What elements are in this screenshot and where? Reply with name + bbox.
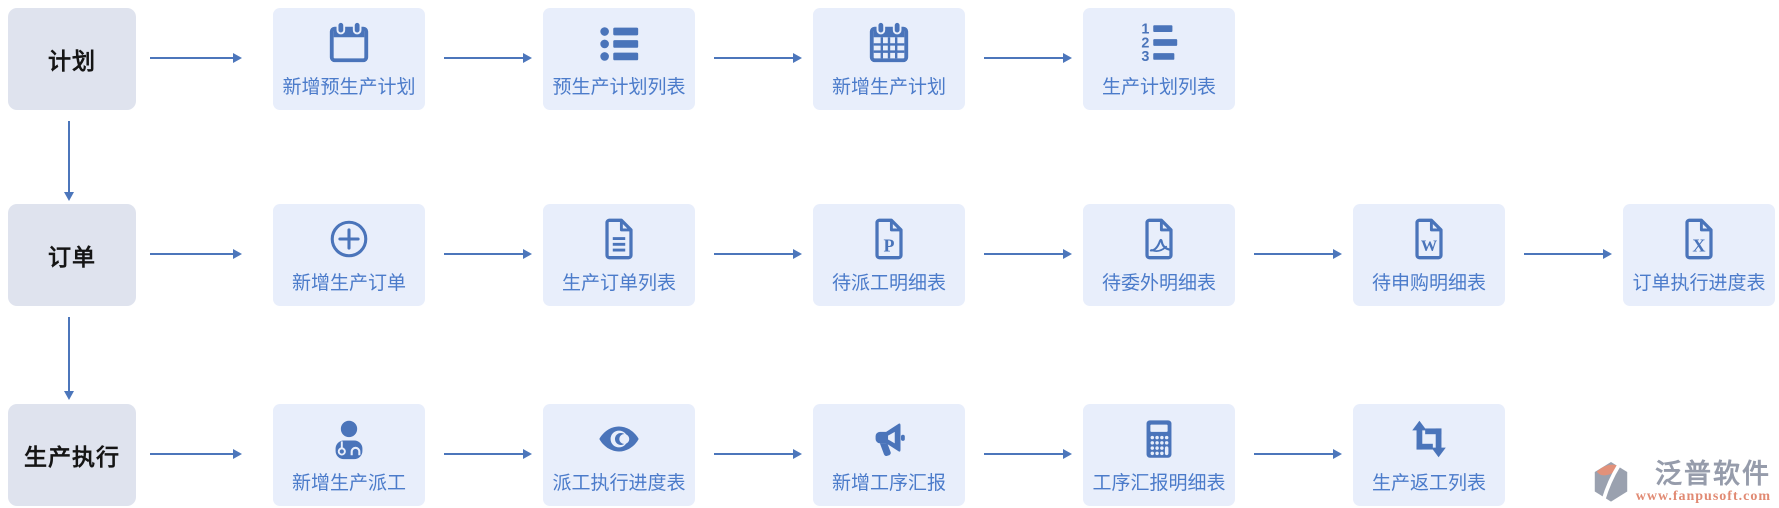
node-label: 新增生产订单 — [291, 273, 406, 294]
calendar-icon — [326, 19, 372, 67]
list-icon — [596, 19, 642, 67]
node-label: 派工执行进度表 — [552, 473, 686, 494]
node-label: 新增预生产计划 — [282, 77, 416, 98]
stage-execution: 生产执行 — [8, 404, 136, 506]
svg-text:X: X — [1692, 235, 1705, 255]
fanpu-url: www.fanpusoft.com — [1635, 489, 1771, 504]
arrow-right — [714, 249, 802, 259]
arrow-down — [64, 317, 74, 400]
plan-row: 计划 新增预生产计划 预生产计 — [0, 8, 1779, 110]
node-add-process-report[interactable]: 新增工序汇报 — [813, 404, 965, 506]
arrow-right — [1524, 249, 1612, 259]
doctor-icon — [326, 415, 372, 463]
arrow-right — [984, 249, 1072, 259]
stage-order-label: 订单 — [48, 244, 96, 270]
file-excel-icon: X — [1676, 215, 1722, 263]
arrow-right — [150, 449, 242, 459]
node-label: 新增工序汇报 — [831, 473, 946, 494]
svg-text:P: P — [883, 235, 894, 255]
arrow-right — [444, 449, 532, 459]
node-label: 预生产计划列表 — [552, 77, 686, 98]
node-production-order-list[interactable]: 生产订单列表 — [543, 204, 695, 306]
svg-text:1: 1 — [1141, 21, 1149, 37]
arrow-right — [714, 53, 802, 63]
node-label: 工序汇报明细表 — [1092, 473, 1226, 494]
node-production-plan-list[interactable]: 1 2 3 生产计划列表 — [1083, 8, 1235, 110]
fanpu-brand-name: 泛普软件 — [1655, 459, 1771, 489]
arrow-right — [444, 53, 532, 63]
node-label: 待申购明细表 — [1371, 273, 1486, 294]
fanpu-watermark-text: 泛普软件 www.fanpusoft.com — [1636, 461, 1771, 504]
node-label: 待派工明细表 — [831, 273, 946, 294]
eye-icon — [596, 415, 642, 463]
node-production-rework-list[interactable]: 生产返工列表 — [1353, 404, 1505, 506]
stage-plan-label: 计划 — [48, 48, 96, 74]
fanpu-logo-icon — [1590, 460, 1632, 504]
node-add-production-dispatch[interactable]: 新增生产派工 — [273, 404, 425, 506]
arrow-right — [714, 449, 802, 459]
calculator-icon — [1136, 415, 1182, 463]
arrow-right — [150, 53, 242, 63]
calendar-grid-icon — [866, 19, 912, 67]
node-order-execution-progress[interactable]: X 订单执行进度表 — [1623, 204, 1775, 306]
arrow-right — [150, 249, 242, 259]
node-label: 新增生产计划 — [831, 77, 946, 98]
stage-execution-label: 生产执行 — [24, 444, 120, 470]
node-pending-purchase-request-detail[interactable]: W 待申购明细表 — [1353, 204, 1505, 306]
stage-plan: 计划 — [8, 8, 136, 110]
arrow-right — [984, 53, 1072, 63]
plus-circle-icon — [326, 215, 372, 263]
arrow-right — [984, 449, 1072, 459]
numbered-list-icon: 1 2 3 — [1136, 19, 1182, 67]
stage-order: 订单 — [8, 204, 136, 306]
node-dispatch-execution-progress[interactable]: 派工执行进度表 — [543, 404, 695, 506]
node-pre-production-plan-list[interactable]: 预生产计划列表 — [543, 8, 695, 110]
file-word-icon: W — [1406, 215, 1452, 263]
node-add-production-plan[interactable]: 新增生产计划 — [813, 8, 965, 110]
node-label: 待委外明细表 — [1101, 273, 1216, 294]
svg-text:3: 3 — [1141, 49, 1149, 65]
node-label: 新增生产派工 — [291, 473, 406, 494]
arrow-down — [64, 121, 74, 201]
node-label: 生产订单列表 — [561, 273, 676, 294]
node-label: 订单执行进度表 — [1632, 273, 1766, 294]
svg-text:2: 2 — [1141, 35, 1149, 51]
svg-text:W: W — [1421, 236, 1438, 255]
file-p-icon: P — [866, 215, 912, 263]
bullhorn-icon — [866, 415, 912, 463]
node-add-pre-production-plan[interactable]: 新增预生产计划 — [273, 8, 425, 110]
node-pending-outsource-detail[interactable]: 待委外明细表 — [1083, 204, 1235, 306]
node-process-report-detail[interactable]: 工序汇报明细表 — [1083, 404, 1235, 506]
repeat-icon — [1406, 415, 1452, 463]
arrow-right — [1254, 249, 1342, 259]
execution-row: 生产执行 新增生产派工 — [0, 404, 1779, 506]
fanpu-watermark: 泛普软件 www.fanpusoft.com — [1590, 460, 1771, 504]
order-row: 订单 新增生产订单 生产订单列表 — [0, 204, 1779, 306]
arrow-right — [1254, 449, 1342, 459]
node-pending-dispatch-detail[interactable]: P 待派工明细表 — [813, 204, 965, 306]
node-label: 生产返工列表 — [1371, 473, 1486, 494]
file-lines-icon — [596, 215, 642, 263]
file-pdf-icon — [1136, 215, 1182, 263]
arrow-right — [444, 249, 532, 259]
node-add-production-order[interactable]: 新增生产订单 — [273, 204, 425, 306]
node-label: 生产计划列表 — [1101, 77, 1216, 98]
